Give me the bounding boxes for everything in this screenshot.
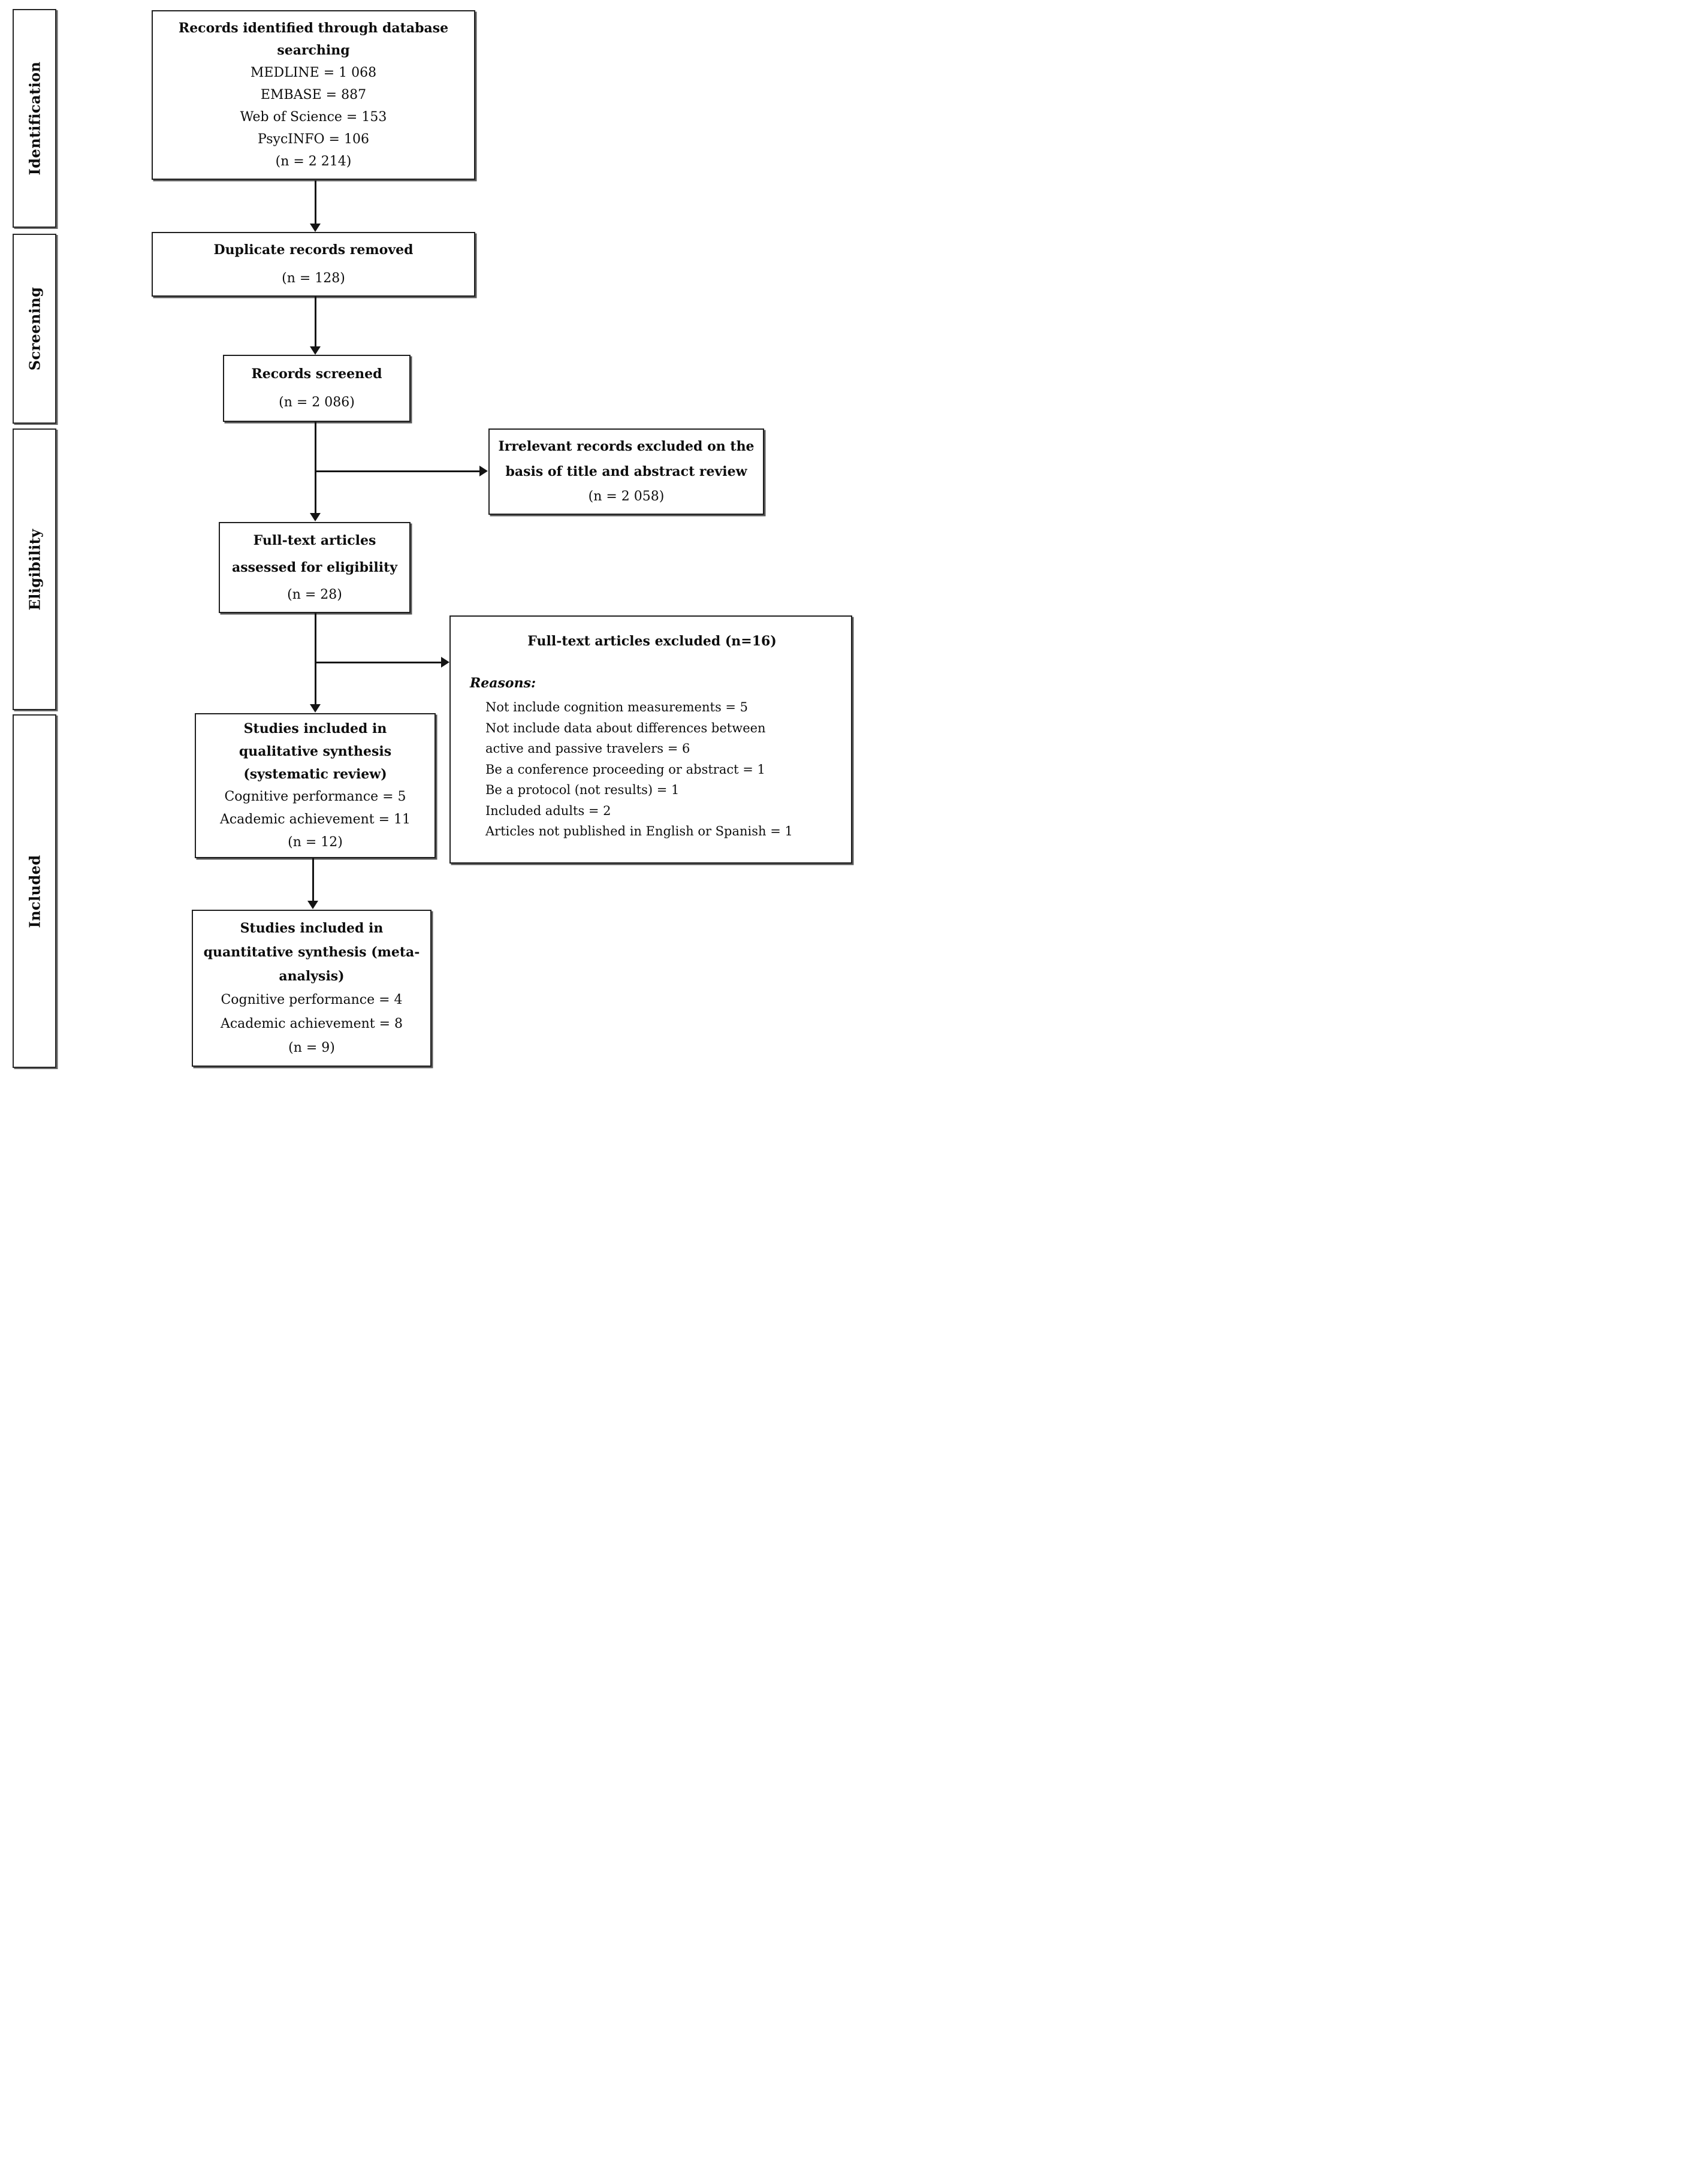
arrowhead-down-icon xyxy=(307,901,318,909)
box-title-line: Duplicate records removed xyxy=(213,242,414,258)
stage-label-included: Included xyxy=(26,855,44,928)
arrowhead-right-icon xyxy=(441,657,449,668)
box-title-line: Full-text articles excluded (n=16) xyxy=(527,633,777,649)
box-body-line: (n = 2 086) xyxy=(279,395,355,410)
box-body-line: (n = 128) xyxy=(282,271,345,286)
box-fulltext-excluded: Full-text articles excluded (n=16) Reaso… xyxy=(449,615,852,864)
reason-line: Be a protocol (not results) = 1 xyxy=(485,783,680,797)
reasons-heading: Reasons: xyxy=(470,675,536,691)
arrowhead-down-icon xyxy=(310,513,321,521)
box-quantitative-synthesis: Studies included in quantitative synthes… xyxy=(192,910,431,1067)
box-title-line: analysis) xyxy=(279,968,345,984)
stage-label-identification: Identification xyxy=(26,61,44,176)
arrow-line-duplicates-to-screened xyxy=(315,297,316,347)
box-title-line: Studies included in xyxy=(240,920,384,936)
box-fulltext-assessed: Full-text articles assessed for eligibil… xyxy=(219,522,411,613)
box-title-line: qualitative synthesis xyxy=(239,744,392,759)
reason-line: Included adults = 2 xyxy=(485,803,611,818)
box-title-line: Records identified through database xyxy=(178,20,449,36)
box-title-line: basis of title and abstract review xyxy=(505,464,747,479)
stage-label-eligibility: Eligibility xyxy=(26,529,43,610)
box-title-line: Full-text articles xyxy=(253,532,376,548)
box-body-line: Web of Science = 153 xyxy=(240,110,387,125)
box-title-line: Irrelevant records excluded on the xyxy=(498,439,755,454)
box-body-line: Academic achievement = 11 xyxy=(219,812,411,827)
box-qualitative-synthesis: Studies included in qualitative synthesi… xyxy=(195,713,436,858)
reason-line: Not include data about differences betwe… xyxy=(485,720,766,735)
reason-line: Be a conference proceeding or abstract =… xyxy=(485,762,765,777)
prisma-flow-diagram: Identification Screening Eligibility Inc… xyxy=(0,0,854,1084)
box-body-line: (n = 2 214) xyxy=(275,154,352,169)
box-body-line: (n = 28) xyxy=(287,587,342,602)
reason-line: Articles not published in English or Spa… xyxy=(485,824,793,838)
box-body-line: Academic achievement = 8 xyxy=(220,1016,403,1031)
stage-box-identification: Identification xyxy=(13,9,56,228)
box-body-line: Cognitive performance = 5 xyxy=(224,789,406,804)
stage-box-included: Included xyxy=(13,714,56,1068)
arrow-line-identified-to-duplicates xyxy=(315,180,316,225)
box-records-screened: Records screened (n = 2 086) xyxy=(223,355,411,422)
box-body-line: EMBASE = 887 xyxy=(260,87,367,102)
box-records-identified: Records identified through database sear… xyxy=(152,10,475,180)
stage-box-eligibility: Eligibility xyxy=(13,428,56,710)
box-title-line: searching xyxy=(277,43,350,58)
arrow-line-screened-to-fulltext xyxy=(315,422,316,514)
box-duplicates-removed: Duplicate records removed (n = 128) xyxy=(152,232,475,297)
arrowhead-right-icon xyxy=(479,466,488,476)
branch-line-to-irrelevant-excluded xyxy=(315,470,480,472)
box-title-line: (systematic review) xyxy=(243,766,387,782)
arrowhead-down-icon xyxy=(310,224,321,232)
box-title-line: quantitative synthesis (meta- xyxy=(203,944,420,960)
arrow-line-qualitative-to-quantitative xyxy=(312,858,314,902)
reason-line: Not include cognition measurements = 5 xyxy=(485,700,749,714)
box-title-line: Records screened xyxy=(251,366,382,382)
box-body-line: MEDLINE = 1 068 xyxy=(250,65,377,80)
box-title-line: assessed for eligibility xyxy=(231,559,398,575)
arrow-line-fulltext-to-qualitative xyxy=(315,613,316,705)
box-body-line: (n = 12) xyxy=(288,835,343,850)
box-body-line: (n = 2 058) xyxy=(588,489,665,504)
box-body-line: (n = 9) xyxy=(288,1040,335,1055)
box-body-line: PsycINFO = 106 xyxy=(258,132,369,147)
branch-line-to-fulltext-excluded xyxy=(315,662,442,663)
box-body-line: Cognitive performance = 4 xyxy=(221,992,403,1007)
box-title-line: Studies included in xyxy=(243,721,387,737)
box-irrelevant-excluded: Irrelevant records excluded on the basis… xyxy=(488,428,764,515)
reason-line: active and passive travelers = 6 xyxy=(485,741,690,756)
stage-label-screening: Screening xyxy=(26,286,43,371)
stage-box-screening: Screening xyxy=(13,234,56,424)
arrowhead-down-icon xyxy=(310,704,321,713)
arrowhead-down-icon xyxy=(310,346,321,355)
